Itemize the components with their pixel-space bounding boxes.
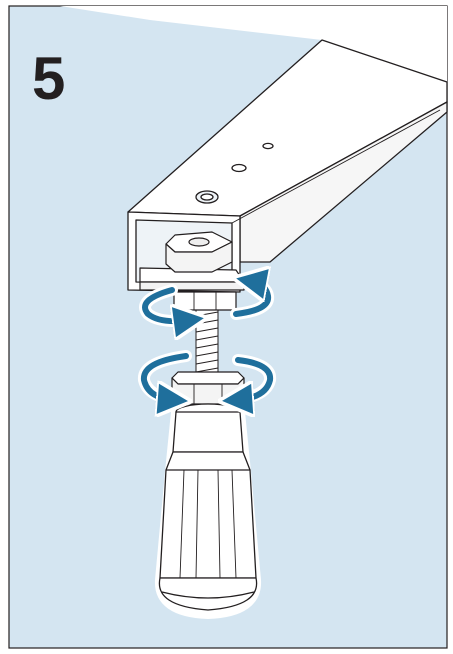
foot-collar [172, 411, 244, 453]
foot-body [159, 451, 257, 579]
plate-front [139, 281, 245, 291]
lock-nut-top [171, 371, 245, 385]
upper-nut [165, 231, 233, 273]
foot-base-edge [161, 591, 255, 599]
leveling-foot [154, 403, 262, 619]
rotate-arrows-icon [139, 280, 275, 321]
middle-nut [173, 291, 237, 311]
upper-arrow-right [236, 281, 268, 317]
middle-nut-body [173, 291, 237, 311]
panel-white-corner [60, 6, 447, 82]
step-number: 5 [32, 45, 65, 112]
rail-inner-edge [231, 109, 441, 224]
lower-arrow-right [236, 357, 274, 400]
foot-base [158, 577, 258, 611]
foot-ribs [179, 469, 237, 579]
rail-hole-medium [231, 163, 247, 173]
lower-arrow-left [141, 353, 186, 400]
upper-nut-bore [188, 237, 210, 247]
rail-hole-small [262, 142, 274, 150]
upper-nut-side [165, 241, 233, 273]
upper-arrow-left [142, 287, 190, 321]
rail-hole-large-inner [200, 193, 214, 201]
rotate-arrows-icon [138, 350, 277, 400]
